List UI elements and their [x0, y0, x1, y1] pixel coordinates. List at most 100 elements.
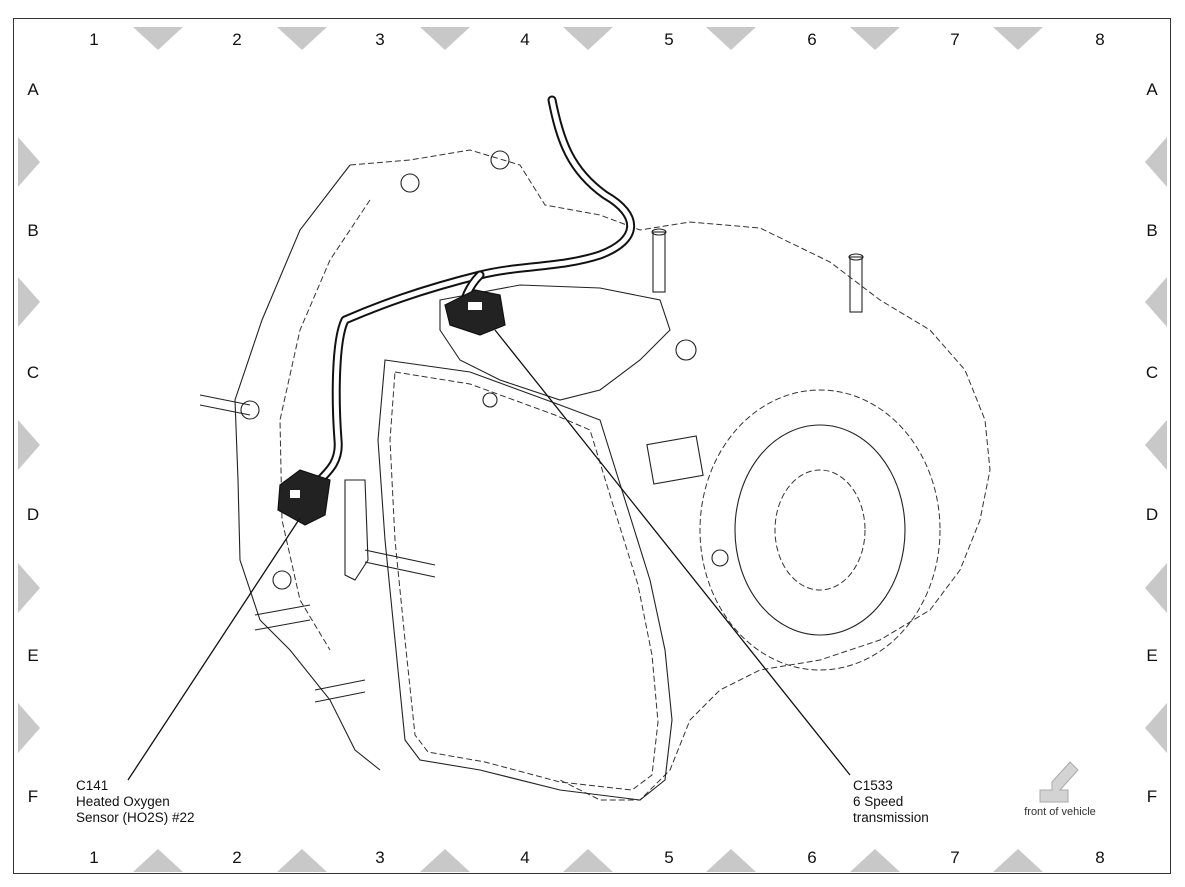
front-of-vehicle-label: front of vehicle	[1024, 806, 1096, 818]
bolt-pan-right	[711, 549, 729, 567]
tube-left-mid	[254, 604, 311, 631]
connector-c1533	[444, 289, 506, 336]
grid-marker-right-1	[1145, 137, 1167, 187]
tube-left-lower	[314, 679, 366, 703]
connector-c141	[277, 469, 331, 526]
grid-columns-bottom: 1 2 3 4 5 6 7 8	[89, 848, 1104, 867]
grid-marker-top-2	[277, 27, 327, 50]
grid-marker-right-3	[1145, 420, 1167, 470]
housing-inner-left	[279, 199, 371, 651]
case-label-plate	[646, 435, 704, 485]
grid-col-4-top: 4	[520, 30, 529, 49]
grid-marker-bottom-6	[850, 849, 900, 872]
stud-center-top	[651, 228, 667, 236]
grid-marker-top-3	[420, 27, 470, 50]
c1533-id: C1533	[853, 778, 893, 793]
callout-c1533: C1533 6 Speed transmission	[853, 778, 929, 825]
c1533-desc-line2: transmission	[853, 810, 929, 825]
grid-marker-right-4	[1145, 563, 1167, 613]
c1533-desc-line1: 6 Speed	[853, 794, 903, 809]
grid-marker-top-4	[563, 27, 613, 50]
grid-col-8-top: 8	[1095, 30, 1104, 49]
grid-rows-left: A B C D E F	[27, 80, 39, 806]
grid-marker-bottom-1	[133, 849, 183, 872]
stud-center	[652, 231, 666, 293]
grid-col-3-bottom: 3	[375, 848, 384, 867]
end-cover-outer	[699, 389, 941, 671]
end-cover-hub	[774, 469, 866, 591]
grid-col-7-top: 7	[950, 30, 959, 49]
grid-row-f-left: F	[28, 787, 38, 806]
orientation-indicator: front of vehicle	[1024, 761, 1096, 818]
grid-row-a-left: A	[27, 80, 39, 99]
grid-row-a-right: A	[1146, 80, 1158, 99]
transmission-illustration	[199, 149, 991, 801]
c1533-leader-line	[494, 329, 851, 776]
c1533-connector-body	[444, 289, 506, 336]
grid-col-4-bottom: 4	[520, 848, 529, 867]
housing-left-outline	[234, 164, 381, 771]
grid-marker-bottom-5	[706, 849, 756, 872]
c141-connector-body	[277, 469, 331, 526]
c1533-connector-latch	[468, 302, 482, 310]
oil-pan-outline	[377, 359, 673, 801]
c141-leader-line	[127, 517, 301, 781]
callout-c141: C141 Heated Oxygen Sensor (HO2S) #22	[76, 778, 195, 825]
tube-left-upper	[199, 394, 251, 416]
grid-marker-left-1	[18, 137, 40, 187]
grid-row-d-left: D	[27, 505, 39, 524]
bolt-left-lower	[272, 570, 292, 590]
bolt-top-left	[400, 173, 420, 193]
grid-marker-bottom-2	[277, 849, 327, 872]
grid-marker-top-7	[993, 27, 1043, 50]
grid-marker-left-2	[18, 277, 40, 327]
grid-col-1-top: 1	[89, 30, 98, 49]
grid-row-e-right: E	[1146, 646, 1157, 665]
grid-marker-top-5	[706, 27, 756, 50]
c141-id: C141	[76, 778, 108, 793]
grid-row-c-left: C	[27, 363, 39, 382]
grid-col-6-bottom: 6	[807, 848, 816, 867]
grid-marker-left-5	[18, 703, 40, 753]
grid-row-f-right: F	[1147, 787, 1157, 806]
oil-pan-gasket	[389, 371, 659, 791]
grid-row-c-right: C	[1146, 363, 1158, 382]
grid-boundary-markers	[18, 27, 1167, 872]
grid-marker-left-4	[18, 563, 40, 613]
grid-marker-top-1	[133, 27, 183, 50]
grid-marker-top-6	[850, 27, 900, 50]
grid-col-5-bottom: 5	[664, 848, 673, 867]
diagram-frame	[13, 18, 1171, 874]
grid-row-b-right: B	[1146, 221, 1157, 240]
grid-columns-top: 1 2 3 4 5 6 7 8	[89, 30, 1104, 49]
grid-rows-right: A B C D E F	[1146, 80, 1158, 806]
grid-col-7-bottom: 7	[950, 848, 959, 867]
bolt-center-case	[675, 339, 697, 361]
c141-desc-line1: Heated Oxygen	[76, 794, 170, 809]
tube-center-left	[364, 549, 436, 578]
grid-col-2-top: 2	[232, 30, 241, 49]
grid-row-e-left: E	[27, 646, 38, 665]
bell-housing-outline	[349, 149, 991, 801]
grid-col-8-bottom: 8	[1095, 848, 1104, 867]
c141-desc-line2: Sensor (HO2S) #22	[76, 810, 195, 825]
grid-marker-bottom-3	[420, 849, 470, 872]
bolt-pan-top	[482, 392, 498, 408]
grid-row-d-right: D	[1146, 505, 1158, 524]
grid-marker-left-3	[18, 420, 40, 470]
grid-col-3-top: 3	[375, 30, 384, 49]
grid-col-1-bottom: 1	[89, 848, 98, 867]
end-cover-inner	[734, 424, 906, 636]
grid-marker-right-5	[1145, 703, 1167, 753]
grid-marker-right-2	[1145, 277, 1167, 327]
stud-right-top	[848, 253, 864, 261]
arrow-down-left-icon	[1039, 761, 1079, 803]
grid-marker-bottom-4	[563, 849, 613, 872]
grid-marker-bottom-7	[993, 849, 1043, 872]
c141-connector-latch	[290, 490, 300, 498]
case-top-outline	[439, 284, 671, 401]
bolt-left-upper	[240, 400, 260, 420]
grid-col-6-top: 6	[807, 30, 816, 49]
grid-row-b-left: B	[27, 221, 38, 240]
